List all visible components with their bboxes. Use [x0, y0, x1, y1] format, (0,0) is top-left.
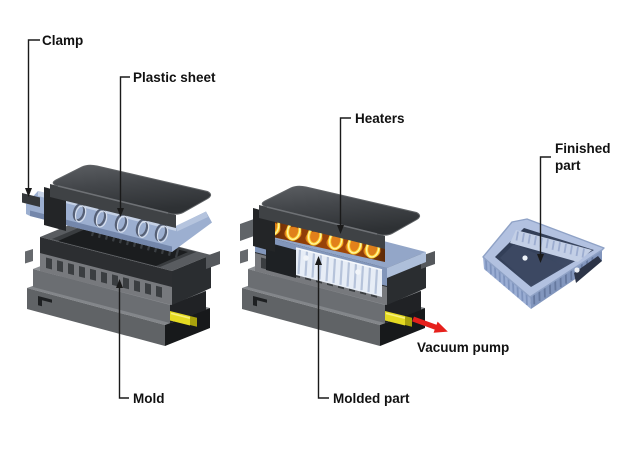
finished-part-label-line1: Finished: [555, 141, 611, 156]
leader-arrowhead: [537, 254, 544, 263]
vacuum-pump-label: Vacuum pump: [417, 340, 509, 355]
heaters-label: Heaters: [355, 111, 405, 126]
leader-mold: [118, 286, 129, 399]
clamp-label: Clamp: [42, 33, 83, 48]
stage2-illustration: [238, 185, 448, 348]
leader-molded-part: [317, 263, 329, 399]
leader-clamp: [27, 39, 40, 190]
leader-arrowhead: [315, 256, 322, 265]
leader-heaters: [339, 117, 351, 227]
mold-label: Mold: [133, 391, 165, 406]
leader-arrowhead: [25, 188, 32, 197]
leader-finished-part: [539, 156, 551, 256]
clamp-tab: [22, 193, 40, 207]
mold-base: [23, 219, 222, 348]
heater-strip: [259, 218, 385, 262]
molded-part-label: Molded part: [333, 391, 410, 406]
stage3-illustration: [482, 218, 605, 309]
clamp-tab: [240, 219, 254, 241]
leader-arrowhead: [117, 208, 124, 217]
plastic-sheet-label: Plastic sheet: [133, 70, 216, 85]
labels: Clamp Plastic sheet Heaters Finished par…: [42, 33, 611, 406]
finished-part-label-line2: part: [555, 158, 581, 173]
finished-part-tray: [482, 218, 605, 309]
stage1-illustration: [22, 164, 222, 348]
leader-arrowhead: [116, 279, 123, 288]
vacuum-flow-arrow-icon: [412, 316, 448, 333]
leader-plastic-sheet: [119, 76, 130, 210]
leader-arrowhead: [337, 225, 344, 234]
leader-lines: [25, 39, 551, 399]
